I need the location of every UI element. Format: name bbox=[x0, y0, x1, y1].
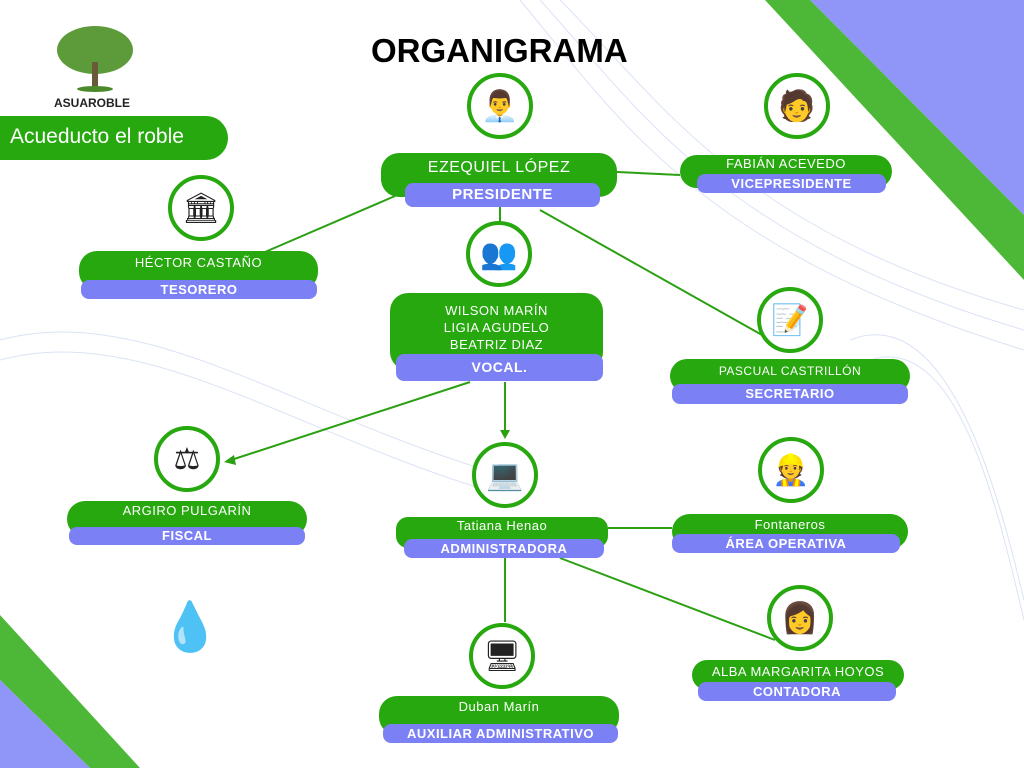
page-title: ORGANIGRAMA bbox=[371, 32, 628, 69]
laptop-icon: 💻 bbox=[472, 442, 538, 508]
vicepresident-person-icon: 🧑 bbox=[764, 73, 830, 139]
subtitle-banner: Acueducto el roble bbox=[0, 116, 228, 160]
bank-icon: 🏛 bbox=[168, 175, 234, 241]
logo-tree-icon bbox=[50, 22, 140, 94]
operativa-role: ÁREA OPERATIVA bbox=[672, 534, 900, 553]
connector-lines bbox=[227, 171, 776, 641]
logo-text: ASUAROBLE bbox=[54, 96, 131, 110]
desk-icon: 🖥 bbox=[469, 623, 535, 689]
tesorero-role: TESORERO bbox=[81, 280, 317, 299]
vocal-name: BEATRIZ DIAZ bbox=[449, 337, 544, 352]
administradora-role: ADMINISTRADORA bbox=[404, 539, 604, 558]
group-icon: 👥 bbox=[466, 221, 532, 287]
president-role: PRESIDENTE bbox=[405, 183, 600, 207]
writer-icon: 📝 bbox=[757, 287, 823, 353]
secretario-role: SECRETARIO bbox=[672, 384, 908, 404]
vocal-name: WILSON MARÍN bbox=[445, 303, 548, 318]
vocal-role: VOCAL. bbox=[396, 354, 603, 381]
auxiliar-role: AUXILIAR ADMINISTRATIVO bbox=[383, 724, 618, 743]
vicepresident-role: VICEPRESIDENTE bbox=[697, 174, 886, 193]
accountant-icon: 👩 bbox=[767, 585, 833, 651]
vocal-name: LIGIA AGUDELO bbox=[443, 320, 550, 335]
president-person-icon: 👨‍💼 bbox=[467, 73, 533, 139]
scales-icon: ⚖ bbox=[154, 426, 220, 492]
worker-icon: 👷 bbox=[758, 437, 824, 503]
water-drop-icon: 💧 bbox=[160, 601, 220, 654]
contadora-role: CONTADORA bbox=[698, 682, 896, 701]
fiscal-role: FISCAL bbox=[69, 527, 305, 545]
